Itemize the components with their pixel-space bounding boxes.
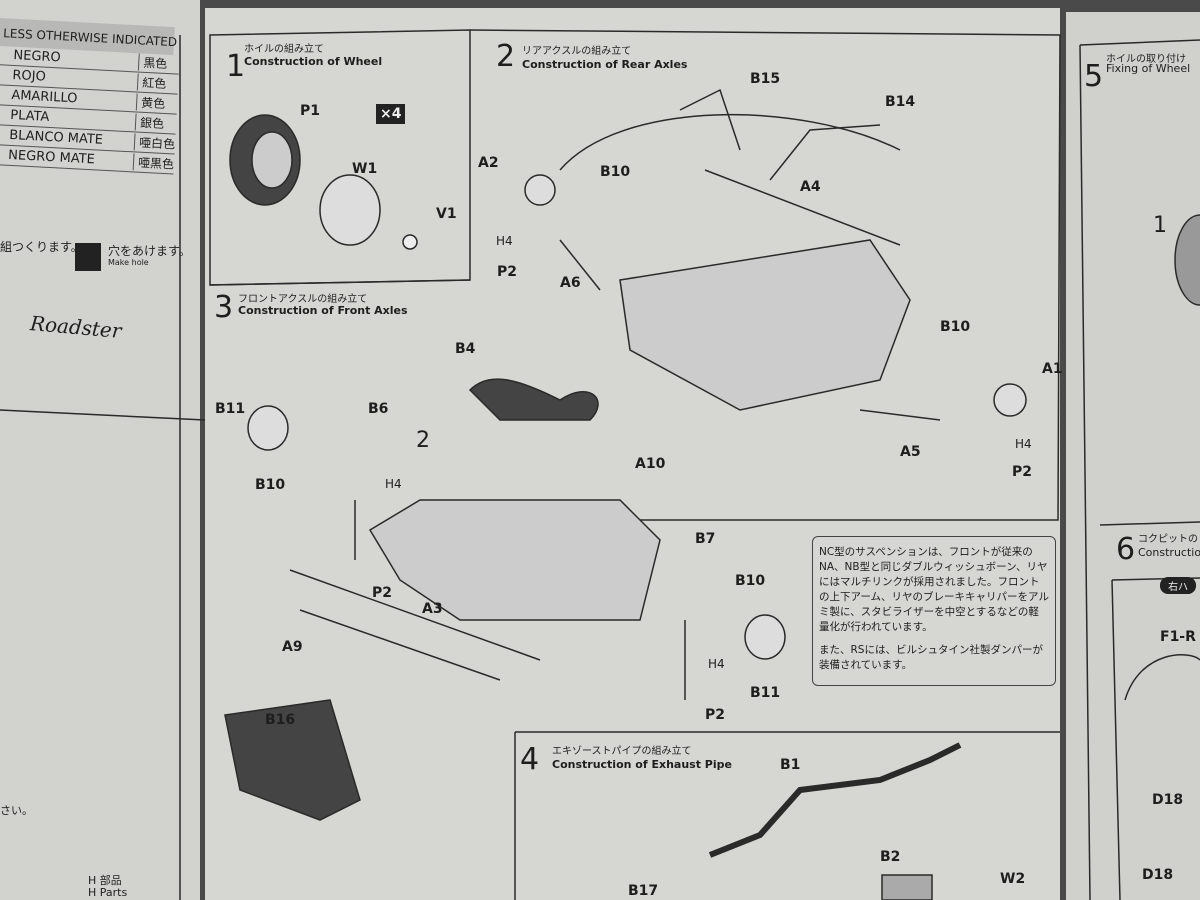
part-B10-rear-right: B10 — [940, 319, 971, 335]
part-P1: P1 — [300, 103, 321, 119]
parts-label-en: H Parts — [88, 886, 128, 899]
step-6-number: 6 — [1116, 532, 1136, 567]
part-A5: A5 — [900, 444, 921, 460]
footer-note: さい。 — [0, 804, 33, 817]
part-B10-front-right: B10 — [735, 573, 766, 589]
part-B1: B1 — [780, 757, 801, 773]
step-4-number: 4 — [520, 742, 540, 777]
left-page — [0, 0, 200, 900]
step-5-number: 5 — [1084, 59, 1104, 94]
suspension-note: NC型のサスペンションは、フロントが従来のNA、NB型と同じダブルウィッシュボー… — [812, 536, 1056, 686]
part-D18-bottom: D18 — [1142, 867, 1174, 883]
parts-label-jp: H 部品 — [88, 874, 122, 887]
tag-h4-rear-right: H4 — [1015, 437, 1032, 451]
part-P2-rear-right: P2 — [1012, 464, 1033, 480]
assemble-symbol-text: 組つくります。 — [0, 240, 83, 254]
step-6-title-en: Construction — [1138, 546, 1200, 559]
part-A6: A6 — [560, 275, 581, 291]
step-5-title-jp: ホイルの取り付け — [1106, 54, 1186, 65]
step-1-title-jp: ホイルの組み立て — [244, 44, 324, 55]
part-V1: V1 — [436, 206, 457, 222]
part-A3: A3 — [422, 601, 443, 617]
part-A2: A2 — [478, 155, 499, 171]
part-B11-left: B11 — [215, 401, 246, 417]
part-B2: B2 — [880, 849, 901, 865]
quantity-badge: ×4 — [376, 104, 406, 124]
step-2-title-jp: リアアクスルの組み立て — [522, 46, 632, 57]
part-A1: A1 — [1042, 361, 1063, 377]
step-3-title-en: Construction of Front Axles — [238, 304, 408, 317]
part-W2: W2 — [1000, 871, 1026, 887]
drill-icon — [75, 243, 101, 271]
part-P2-rear-left: P2 — [497, 264, 518, 280]
tag-h4-front-right: H4 — [708, 657, 725, 671]
note-paragraph-2: また、RSには、ビルシュタイン社製ダンパーが装備されています。 — [819, 644, 1043, 671]
part-B14: B14 — [885, 94, 916, 110]
part-B10-front-left: B10 — [255, 477, 286, 493]
step-6-title-jp: コクピットの — [1138, 534, 1198, 545]
part-B11-right: B11 — [750, 685, 781, 701]
hole-symbol-text: 穴をあけます。 — [108, 244, 191, 258]
step-4-title-jp: エキゾーストパイプの組み立て — [552, 746, 692, 757]
part-A10: A10 — [635, 456, 666, 472]
note-paragraph-1: NC型のサスペンションは、フロントが従来のNA、NB型と同じダブルウィッシュボー… — [819, 546, 1049, 633]
part-W1: W1 — [352, 161, 378, 177]
steering-badge: 右ハ — [1160, 577, 1196, 594]
step-3-title-jp: フロントアクスルの組み立て — [238, 294, 368, 305]
main-page — [205, 8, 1060, 900]
part-P2-front-left: P2 — [372, 585, 393, 601]
tag-h4-front-left: H4 — [385, 477, 402, 491]
part-F1-R: F1-R — [1160, 629, 1196, 645]
step-4-title-en: Construction of Exhaust Pipe — [552, 758, 732, 771]
part-D18: D18 — [1152, 792, 1184, 808]
step-1-title-en: Construction of Wheel — [244, 55, 383, 68]
part-B7: B7 — [695, 531, 716, 547]
part-B6: B6 — [368, 401, 389, 417]
step-5-title-en: Fixing of Wheel — [1106, 62, 1191, 75]
part-B15: B15 — [750, 71, 781, 87]
part-B4: B4 — [455, 341, 476, 357]
step-2-title-en: Construction of Rear Axles — [522, 58, 688, 71]
tag-h4-rear: H4 — [496, 234, 513, 248]
step-1-number: 1 — [226, 49, 246, 84]
part-A4: A4 — [800, 179, 821, 195]
part-B17: B17 — [628, 883, 659, 899]
part-A9: A9 — [282, 639, 303, 655]
part-P2-front-right: P2 — [705, 707, 726, 723]
part-B16: B16 — [265, 712, 296, 728]
hole-symbol-en: Make hole — [108, 258, 149, 267]
step-2-number: 2 — [496, 39, 516, 74]
step-5-ref: 1 — [1153, 213, 1167, 238]
step-3-number: 3 — [214, 290, 234, 325]
part-B10-rear: B10 — [600, 164, 631, 180]
step-3-ref: 2 — [416, 428, 430, 453]
